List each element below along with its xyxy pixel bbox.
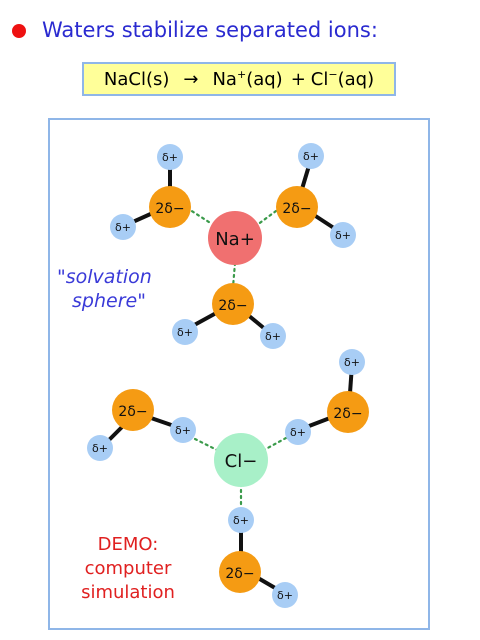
svg-text:2δ−: 2δ−	[118, 404, 147, 420]
svg-text:δ+: δ+	[175, 424, 191, 437]
svg-text:2δ−: 2δ−	[225, 566, 254, 582]
oxygen-atom: 2δ−	[212, 283, 254, 325]
oxygen-atom: 2δ−	[112, 389, 154, 431]
demo-line3: simulation	[81, 582, 175, 603]
bullet-dot	[12, 24, 26, 38]
sodium-ion-label: Na+	[215, 229, 255, 250]
hbond-line	[193, 437, 221, 453]
svg-text:δ+: δ+	[265, 330, 281, 343]
equation-product-sodium: Na+(aq)	[212, 68, 283, 90]
svg-text:δ+: δ+	[162, 151, 178, 164]
solvation-label-line1: "solvation	[57, 266, 152, 288]
svg-text:δ+: δ+	[344, 356, 360, 369]
oxygen-atom: 2δ−	[149, 186, 191, 228]
equation-plus: +	[290, 68, 306, 90]
oxygen-atom: 2δ−	[276, 186, 318, 228]
svg-text:δ+: δ+	[290, 426, 306, 439]
oxygen-atom: 2δ−	[219, 551, 261, 593]
hydrogen-atom: δ+	[87, 435, 113, 461]
hydrogen-atom: δ+	[110, 214, 136, 240]
equation-product-chloride: Cl−(aq)	[310, 68, 375, 90]
demo-note: DEMO: computer simulation	[81, 534, 175, 603]
svg-text:δ+: δ+	[233, 514, 249, 527]
hydrogen-atom: δ+	[285, 419, 311, 445]
hydrogen-atoms: δ+ δ+ δ+ δ+ δ+ δ+ δ+ δ+	[87, 143, 365, 608]
oxygen-atoms: 2δ− 2δ− 2δ− 2δ− 2δ− 2δ−	[112, 186, 369, 593]
hydrogen-atom: δ+	[170, 417, 196, 443]
svg-text:2δ−: 2δ−	[333, 406, 362, 422]
hbond-line	[262, 436, 288, 452]
equation-reactant: NaCl(s)	[103, 68, 170, 90]
svg-text:δ+: δ+	[177, 326, 193, 339]
chloride-ion-label: Cl−	[225, 451, 258, 472]
svg-text:δ+: δ+	[277, 589, 293, 602]
svg-text:δ+: δ+	[335, 229, 351, 242]
hydrogen-atom: δ+	[172, 319, 198, 345]
hydrogen-atom: δ+	[272, 582, 298, 608]
svg-text:Na+: Na+	[215, 229, 255, 250]
solvation-label-line2: sphere"	[72, 290, 146, 312]
hbond-line	[185, 206, 214, 226]
hydrogen-bond-lines	[185, 206, 288, 509]
svg-text:2δ−: 2δ−	[282, 201, 311, 217]
hbond-line	[255, 209, 278, 227]
solvation-sphere-label: "solvation sphere"	[57, 266, 152, 312]
demo-line2: computer	[85, 558, 172, 579]
sodium-ion: Na+	[208, 211, 262, 265]
hydrogen-atom: δ+	[330, 222, 356, 248]
equation-box: NaCl(s) → Na+(aq) + Cl−(aq)	[82, 62, 396, 96]
equation-arrow: →	[183, 68, 199, 90]
hydrogen-atom: δ+	[298, 143, 324, 169]
svg-text:Cl−: Cl−	[225, 451, 258, 472]
svg-text:δ+: δ+	[303, 150, 319, 163]
slide-heading: Waters stabilize separated ions:	[42, 18, 378, 42]
svg-text:δ+: δ+	[92, 442, 108, 455]
hydrogen-atom: δ+	[157, 144, 183, 170]
hydrogen-atom: δ+	[260, 323, 286, 349]
svg-text:2δ−: 2δ−	[218, 298, 247, 314]
svg-text:δ+: δ+	[115, 221, 131, 234]
svg-text:2δ−: 2δ−	[155, 201, 184, 217]
demo-line1: DEMO:	[98, 534, 159, 555]
chloride-ion: Cl−	[214, 433, 268, 487]
hbond-line	[231, 261, 237, 289]
hydrogen-atom: δ+	[228, 507, 254, 533]
hydrogen-atom: δ+	[339, 349, 365, 375]
oxygen-atom: 2δ−	[327, 391, 369, 433]
